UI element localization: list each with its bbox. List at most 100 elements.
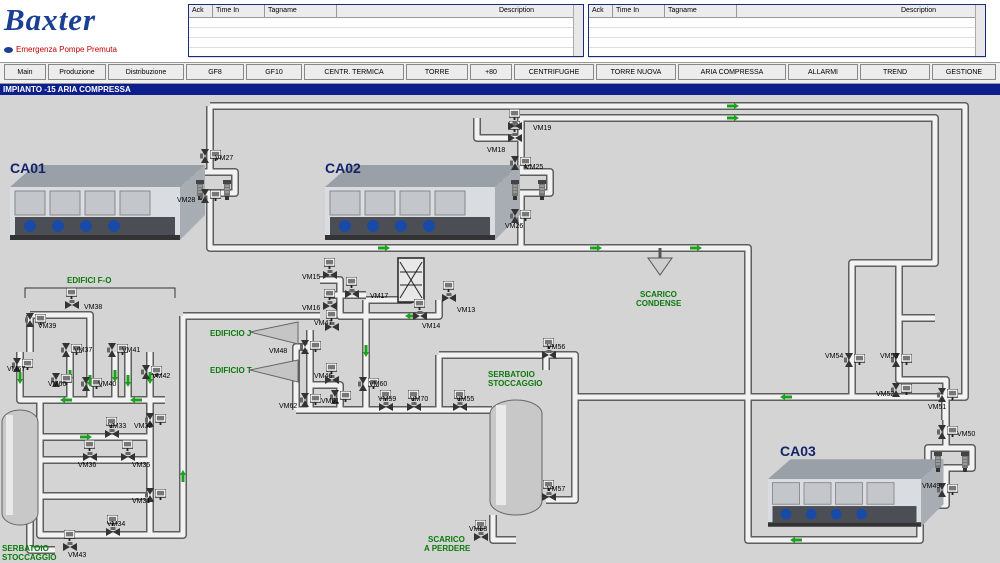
valve-actuator-icon: [64, 530, 75, 541]
chiller-ca01-label: CA01: [10, 160, 46, 176]
col-time-in[interactable]: Time In: [213, 5, 265, 17]
valve-vm54[interactable]: VM54: [825, 353, 865, 367]
condensate-drain: [647, 248, 673, 276]
alarm-grid-right[interactable]: Ack Time In Tagname Description: [588, 4, 986, 58]
serbatoio-left-label-1: SERBATOIO: [2, 544, 49, 553]
heat-exchanger[interactable]: [397, 257, 425, 303]
nav-gestione[interactable]: GESTIONE: [932, 64, 996, 80]
valve-vm57[interactable]: VM57: [542, 480, 565, 501]
alarm-row[interactable]: [589, 48, 985, 58]
chiller-ca01-unit[interactable]: [10, 165, 206, 240]
nav-gf8[interactable]: GF8: [186, 64, 244, 80]
valve-icon: [474, 532, 488, 541]
valve-label: VM14: [422, 323, 440, 330]
valve-vm15[interactable]: VM15: [302, 258, 337, 281]
valve-vm52[interactable]: VM52: [876, 383, 912, 398]
valve-label: VM15: [302, 274, 320, 281]
valve-vm34[interactable]: VM34: [106, 515, 125, 536]
scarico-perdere-label-1: SCARICO: [428, 535, 465, 544]
valve-vm39[interactable]: VM39: [25, 313, 56, 330]
valve-vm66[interactable]: VM66: [48, 373, 72, 388]
alarm-grid-left[interactable]: Ack Time In Tagname Description: [188, 4, 584, 58]
nav-produzione[interactable]: Produzione: [48, 64, 106, 80]
valve-vm50[interactable]: VM50: [937, 425, 975, 439]
valve-vm25[interactable]: VM25: [510, 156, 543, 171]
valve-vm19[interactable]: VM19: [508, 109, 551, 132]
valve-icon: [107, 343, 116, 357]
nav-distribuzione[interactable]: Distribuzione: [108, 64, 184, 80]
valve-vm18[interactable]: VM18: [487, 121, 522, 154]
nav-allarmi[interactable]: ALLARMI: [788, 64, 858, 80]
valve-vm13[interactable]: VM13: [442, 281, 475, 314]
valve-vm35[interactable]: VM35: [121, 440, 150, 469]
storage-tank-right[interactable]: [489, 399, 543, 516]
valve-vm36[interactable]: VM36: [78, 440, 97, 469]
alarm-row[interactable]: [589, 38, 985, 48]
valve-vm40[interactable]: VM40: [81, 377, 116, 391]
valve-vm67[interactable]: VM67: [7, 358, 33, 373]
alarm-grid-scrollbar[interactable]: [573, 5, 583, 56]
valve-vm41[interactable]: VM41: [107, 343, 140, 357]
valve-vm37[interactable]: VM37: [61, 343, 92, 357]
valve-vm28[interactable]: VM28: [177, 189, 221, 204]
valve-vm46[interactable]: VM46: [314, 363, 339, 384]
valve-label: VM36: [78, 462, 96, 469]
nav-main[interactable]: Main: [4, 64, 46, 80]
nav-centr-termica[interactable]: CENTR. TERMICA: [304, 64, 404, 80]
alarm-row[interactable]: [189, 28, 583, 38]
valve-vm59[interactable]: VM59: [378, 390, 396, 411]
valve-vm53[interactable]: VM53: [880, 353, 912, 367]
valve-label: VM28: [177, 197, 195, 204]
chiller-ca02-unit[interactable]: [325, 165, 521, 240]
nav-centrifughe[interactable]: CENTRIFUGHE: [514, 64, 594, 80]
valve-vm42[interactable]: VM42: [141, 365, 170, 380]
nav-trend[interactable]: TREND: [860, 64, 930, 80]
valve-vm60[interactable]: VM60: [358, 377, 387, 391]
alarm-row[interactable]: [589, 18, 985, 28]
valve-vm33[interactable]: VM33: [105, 417, 126, 438]
valve-vm31[interactable]: VM31: [132, 488, 166, 505]
col-time-in[interactable]: Time In: [613, 5, 665, 17]
col-tagname[interactable]: Tagname: [665, 5, 737, 17]
valve-label: VM33: [108, 423, 126, 430]
alarm-row[interactable]: [589, 28, 985, 38]
alarm-row[interactable]: [189, 38, 583, 48]
valve-vm47[interactable]: VM47: [314, 310, 339, 331]
valve-label: VM13: [457, 307, 475, 314]
col-tagname[interactable]: Tagname: [265, 5, 337, 17]
col-ack[interactable]: Ack: [189, 5, 213, 17]
alarm-row[interactable]: [189, 48, 583, 58]
col-ack[interactable]: Ack: [589, 5, 613, 17]
valve-vm38[interactable]: VM38: [65, 288, 102, 311]
serbatoio-label-1: SERBATOIO: [488, 370, 535, 379]
valve-vm26[interactable]: VM26: [505, 209, 531, 230]
valve-vm62[interactable]: VM62: [279, 393, 321, 410]
nav-torre[interactable]: TORRE: [406, 64, 468, 80]
storage-tank-left[interactable]: [1, 409, 39, 526]
nav-plus80[interactable]: +80: [470, 64, 512, 80]
valve-vm16[interactable]: VM16: [302, 289, 337, 312]
valve-vm14[interactable]: VM14: [413, 299, 440, 330]
nav-torre-nuova[interactable]: TORRE NUOVA: [596, 64, 676, 80]
valve-vm48[interactable]: VM48: [269, 340, 321, 355]
valve-vm49[interactable]: VM49: [922, 483, 958, 497]
valve-vm70[interactable]: VM70: [407, 390, 428, 411]
valve-label: VM58: [469, 526, 487, 533]
alarm-grid-scrollbar[interactable]: [975, 5, 985, 56]
edificio-t-cone: [249, 359, 299, 383]
valve-vm55[interactable]: VM55: [453, 390, 474, 411]
valve-label: VM31: [132, 498, 150, 505]
valve-vm56[interactable]: VM56: [542, 338, 565, 359]
valve-vm32[interactable]: VM32: [134, 413, 166, 430]
valve-vm58[interactable]: VM58: [469, 520, 488, 541]
valve-label: VM26: [505, 223, 523, 230]
alarm-row[interactable]: [189, 18, 583, 28]
valve-vm61[interactable]: VM61: [321, 390, 351, 405]
nav-gf10[interactable]: GF10: [246, 64, 302, 80]
valve-vm17[interactable]: VM17: [345, 277, 388, 300]
chiller-ca03-unit[interactable]: [768, 458, 944, 528]
valve-vm51[interactable]: VM51: [928, 388, 958, 411]
valve-vm43[interactable]: VM43: [63, 530, 86, 559]
nav-aria-compressa[interactable]: ARIA COMPRESSA: [678, 64, 786, 80]
valve-vm27[interactable]: VM27: [200, 149, 233, 163]
